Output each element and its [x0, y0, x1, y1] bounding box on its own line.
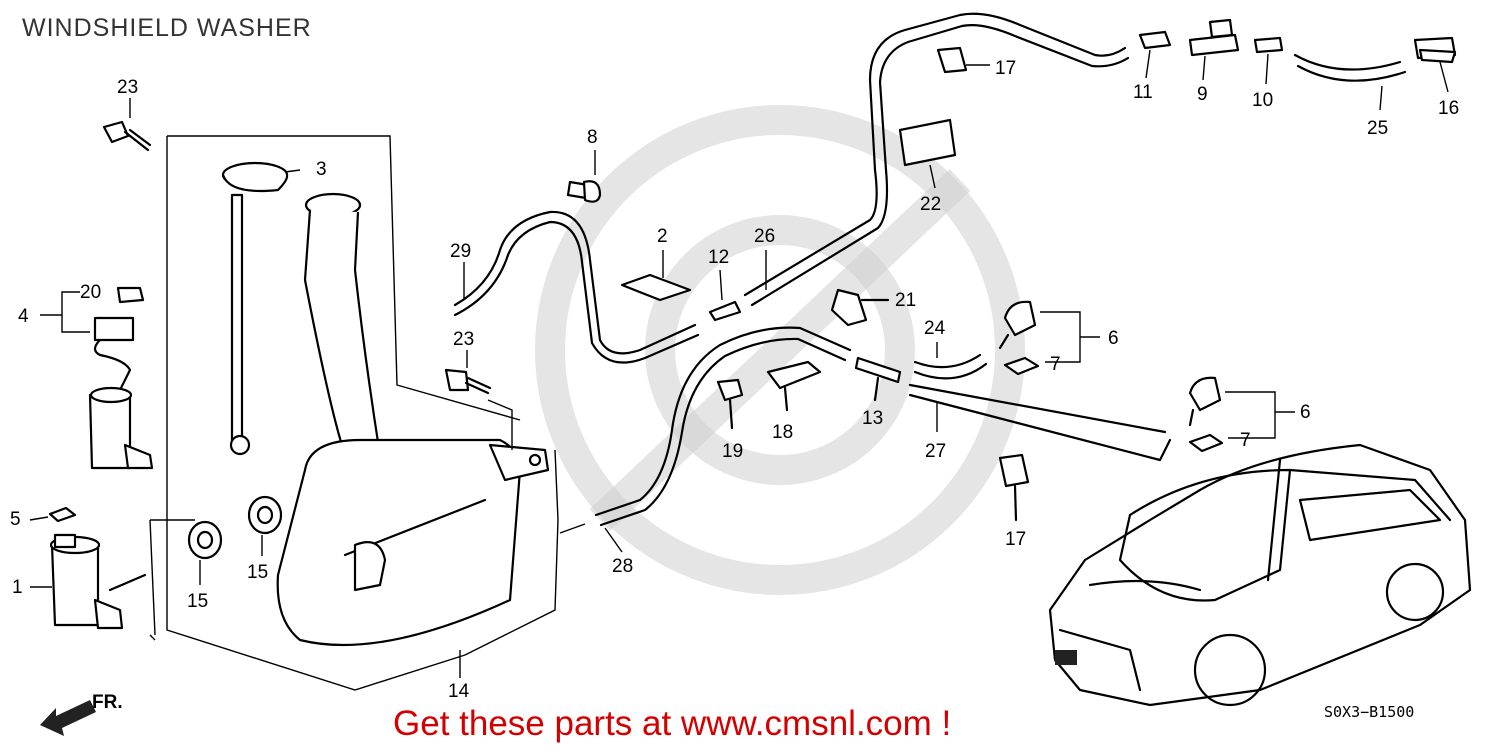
bolt-8[interactable]	[566, 180, 602, 203]
clip-18[interactable]	[766, 360, 822, 412]
callout-15b: 15	[247, 562, 268, 583]
tube-28[interactable]	[559, 326, 852, 534]
joint-9[interactable]	[1188, 18, 1240, 57]
clip-17-top[interactable]	[936, 46, 990, 74]
bolt-23-top[interactable]	[102, 120, 152, 152]
front-arrow-icon	[40, 700, 96, 736]
watermark-logo	[535, 105, 1025, 595]
callout-17a: 17	[995, 58, 1016, 79]
pad-2[interactable]	[620, 273, 692, 302]
callout-20: 20	[80, 282, 101, 303]
callout-29: 29	[450, 241, 471, 262]
tube-27[interactable]	[908, 383, 1172, 462]
callout-19: 19	[722, 441, 743, 462]
joint-11[interactable]	[1138, 30, 1172, 50]
callout-23a: 23	[117, 77, 138, 98]
callout-27: 27	[925, 441, 946, 462]
reservoir-tank-14[interactable]	[276, 192, 550, 647]
washer-nozzle-6-lower[interactable]	[1188, 376, 1222, 427]
pad-22[interactable]	[898, 118, 957, 167]
callout-7b: 7	[1240, 430, 1251, 451]
bracket-4-group	[40, 291, 90, 333]
callout-22: 22	[920, 194, 941, 215]
packing-7-upper[interactable]	[1003, 356, 1040, 376]
callout-21: 21	[895, 290, 916, 311]
connector-16[interactable]	[1413, 36, 1457, 64]
callout-28: 28	[612, 556, 633, 577]
callout-24: 24	[924, 318, 946, 339]
tube-25[interactable]	[1293, 53, 1407, 82]
joint-10[interactable]	[1253, 36, 1284, 54]
callout-15a: 15	[187, 591, 208, 612]
callout-17b: 17	[1005, 529, 1026, 550]
front-direction-indicator: FR.	[40, 692, 123, 736]
callout-6b: 6	[1300, 402, 1311, 423]
callout-2: 2	[657, 226, 668, 247]
callout-7a: 7	[1050, 354, 1061, 375]
joint-12[interactable]	[708, 300, 742, 322]
callout-1: 1	[12, 577, 23, 598]
callout-9: 9	[1197, 84, 1208, 105]
callout-10: 10	[1252, 90, 1273, 111]
grommet-15-b[interactable]	[247, 495, 283, 535]
callout-labels: 1 2 3 4 5 6 6 7 7 8 9 10 11 12 13 14 15 …	[10, 58, 1459, 702]
callout-25: 25	[1367, 118, 1388, 139]
callout-5: 5	[10, 509, 21, 530]
packing-7-lower[interactable]	[1188, 433, 1224, 453]
clip-19[interactable]	[716, 378, 744, 430]
washer-pump-4[interactable]	[88, 316, 154, 470]
bolt-23-mid[interactable]	[444, 368, 513, 450]
leader-lines	[29, 49, 1449, 678]
diagram-code: S0X3−B1500	[1324, 703, 1415, 721]
washer-nozzle-6-upper[interactable]	[998, 300, 1037, 350]
vehicle-illustration	[1048, 443, 1472, 707]
tank-assembly-bracket	[149, 135, 559, 691]
tank-cap-3[interactable]	[221, 161, 289, 456]
callout-8: 8	[587, 127, 598, 148]
page-title: WINDSHIELD WASHER	[22, 14, 312, 42]
callout-4: 4	[18, 306, 29, 327]
clip-20[interactable]	[116, 286, 145, 304]
bracket-6-group	[1040, 311, 1295, 439]
clamp-21[interactable]	[830, 288, 890, 327]
tube-24[interactable]	[913, 353, 988, 380]
callout-14: 14	[448, 681, 470, 702]
front-label: FR.	[92, 692, 123, 713]
clip-17-bottom[interactable]	[998, 453, 1030, 522]
callout-16: 16	[1438, 98, 1459, 119]
washer-pump-1[interactable]	[30, 533, 147, 630]
callout-23b: 23	[453, 329, 474, 350]
callout-26: 26	[754, 226, 775, 247]
callout-3: 3	[316, 159, 327, 180]
tube-29[interactable]	[453, 210, 700, 364]
callout-11: 11	[1133, 82, 1153, 103]
promo-banner[interactable]: Get these parts at www.cmsnl.com !	[393, 704, 952, 743]
tube-26[interactable]	[743, 12, 1130, 307]
joint-13[interactable]	[854, 356, 902, 402]
callout-18: 18	[772, 422, 793, 443]
seal-5[interactable]	[48, 506, 77, 523]
callout-6a: 6	[1108, 328, 1119, 349]
grommet-15-a[interactable]	[187, 520, 223, 560]
callout-12: 12	[708, 247, 729, 268]
callout-13: 13	[862, 408, 883, 429]
